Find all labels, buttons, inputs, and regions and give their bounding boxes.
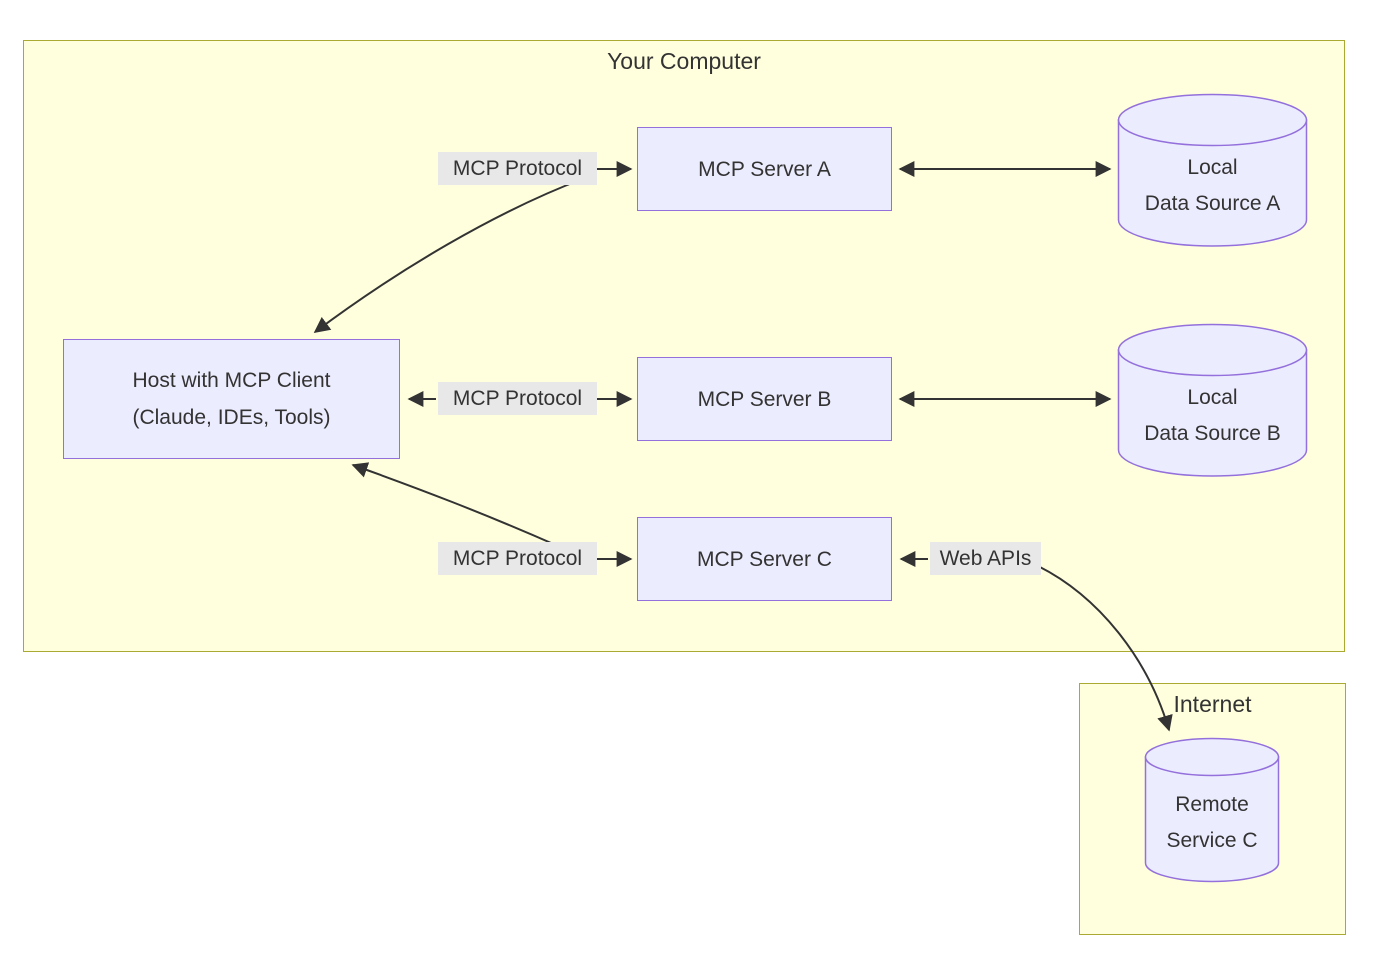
mcp-server-a-node: MCP Server A (637, 127, 892, 211)
cylinder-shape (1117, 93, 1308, 247)
remote-service-c-line2: Service C (1166, 829, 1258, 852)
data-source-b-line1: Local (1187, 386, 1238, 409)
mcp-server-b-label: MCP Server B (697, 387, 832, 411)
edge-label-mcp-protocol-a: MCP Protocol (438, 152, 597, 185)
edge-label-mcp-protocol-c: MCP Protocol (438, 542, 597, 575)
edge-label-web-apis: Web APIs (930, 542, 1041, 575)
remote-service-c-cylinder: Remote Service C (1144, 737, 1280, 883)
remote-service-c-line1: Remote (1175, 793, 1249, 816)
host-label-line1: Host with MCP Client (132, 369, 331, 392)
your-computer-title: Your Computer (607, 48, 761, 74)
edge-label-mcp-protocol-b: MCP Protocol (438, 382, 597, 415)
mcp-server-c-node: MCP Server C (637, 517, 892, 601)
host-label-line2: (Claude, IDEs, Tools) (132, 406, 331, 429)
data-source-b-line2: Data Source B (1144, 422, 1281, 445)
mcp-server-b-node: MCP Server B (637, 357, 892, 441)
cylinder-shape (1117, 323, 1308, 477)
cylinder-shape (1144, 737, 1280, 883)
internet-title: Internet (1173, 691, 1252, 717)
local-data-source-b-cylinder: Local Data Source B (1117, 323, 1308, 477)
host-node: Host with MCP Client (Claude, IDEs, Tool… (63, 339, 400, 459)
mcp-server-a-label: MCP Server A (698, 157, 831, 181)
local-data-source-a-cylinder: Local Data Source A (1117, 93, 1308, 247)
mcp-server-c-label: MCP Server C (697, 547, 832, 571)
data-source-a-line1: Local (1187, 156, 1238, 179)
data-source-a-line2: Data Source A (1144, 192, 1281, 215)
